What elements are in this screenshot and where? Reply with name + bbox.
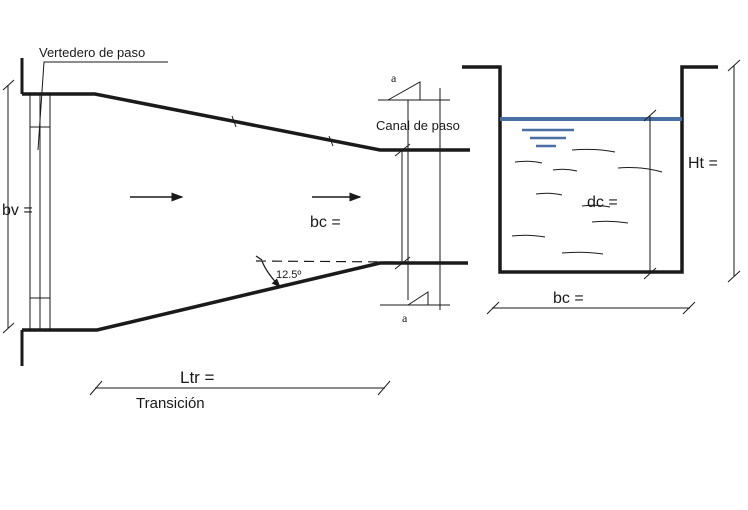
transition-bottom-wall: [22, 261, 468, 332]
channel-label: Canal de paso: [376, 118, 460, 133]
ht-label: Ht =: [688, 155, 718, 172]
weir-label: Vertedero de paso: [39, 45, 145, 60]
bc-plan-label: bc =: [310, 214, 341, 231]
section-mark-bottom: a: [402, 311, 408, 325]
angle-arc: [261, 260, 281, 288]
ltr-label: Ltr =: [180, 368, 215, 387]
transition-label: Transición: [136, 395, 205, 412]
weir-leader-line: [37, 61, 168, 151]
water-texture: [511, 148, 663, 255]
water-level-icon: [522, 128, 574, 148]
dc-label: dc =: [587, 194, 618, 211]
bv-label: bv =: [2, 202, 33, 219]
angle-reference-line: [255, 260, 396, 263]
weir-grid: [29, 94, 51, 330]
section-cut-icon: [378, 81, 450, 310]
bc-section-label: bc =: [553, 290, 584, 307]
transition-top-wall: [22, 92, 470, 152]
section-mark-top: a: [391, 71, 397, 85]
angle-label: 12.5º: [276, 269, 301, 281]
channel-section-outline: [462, 65, 718, 274]
plan-view: [2, 58, 470, 396]
cross-section: [462, 59, 741, 315]
